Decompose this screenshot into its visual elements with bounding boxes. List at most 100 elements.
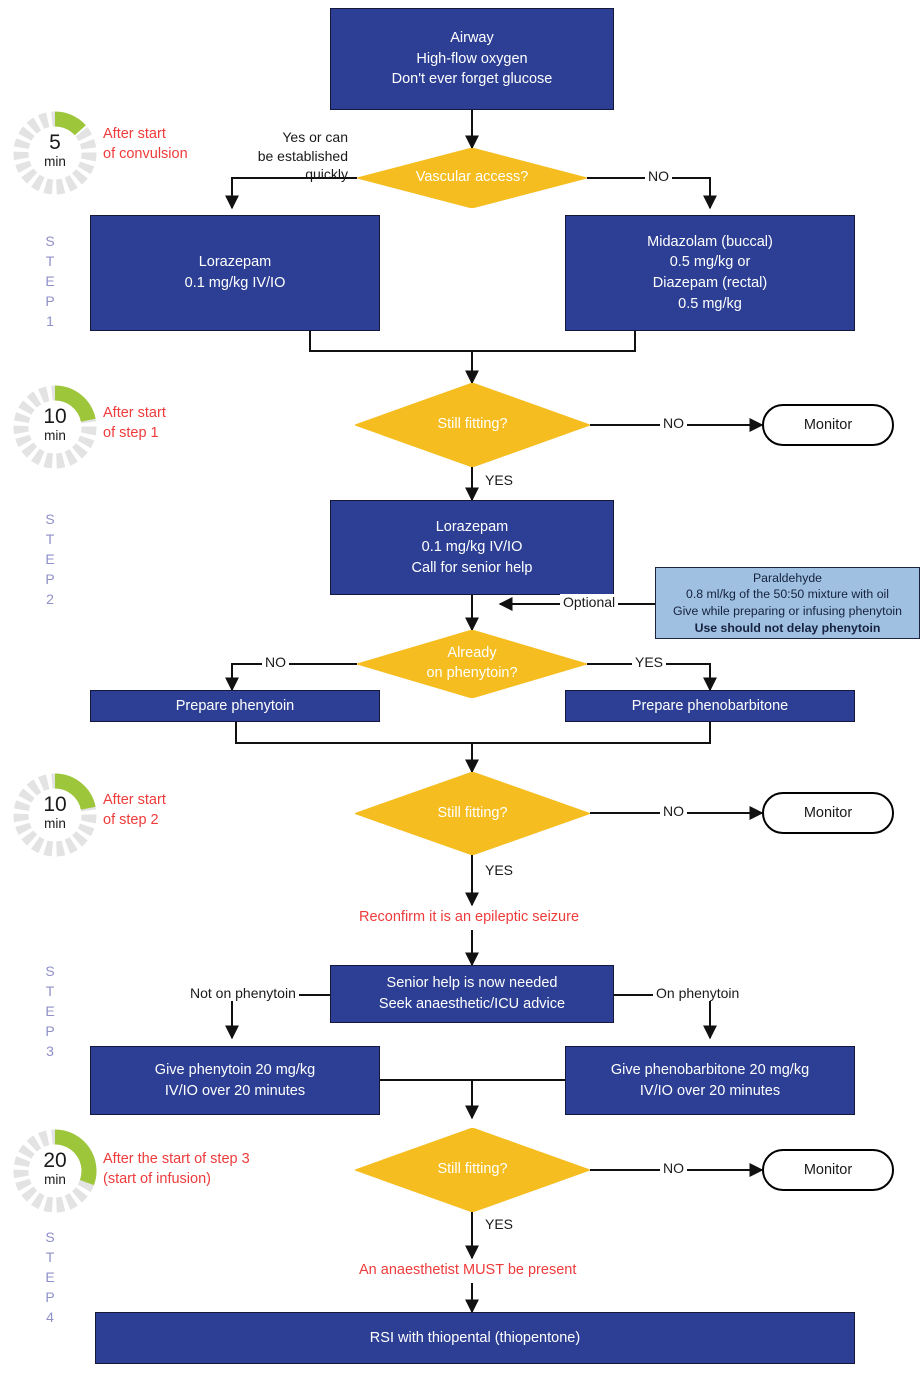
node-line: Lorazepam — [198, 254, 272, 271]
timer-5min: 5 min — [12, 110, 98, 196]
node-still-fitting-2[interactable]: Still fitting? — [355, 772, 590, 855]
step-letter: E — [45, 1268, 55, 1285]
node-line: Don't ever forget glucose — [391, 71, 553, 88]
edge-label-no-phenytoin: NO — [262, 654, 289, 670]
node-monitor-3[interactable]: Monitor — [762, 1149, 894, 1191]
node-prepare-phenobarbitone[interactable]: Prepare phenobarbitone — [565, 690, 855, 722]
timer-unit: min — [44, 428, 66, 443]
node-still-fitting-1[interactable]: Still fitting? — [355, 383, 590, 467]
step-letter: T — [45, 982, 55, 999]
timer-unit: min — [44, 154, 66, 169]
node-still-fitting-3[interactable]: Still fitting? — [355, 1128, 590, 1212]
edge-label-yes-fitting-3: YES — [482, 1216, 517, 1232]
node-midazolam-diazepam[interactable]: Midazolam (buccal) 0.5 mg/kg or Diazepam… — [565, 215, 855, 331]
node-prepare-phenytoin[interactable]: Prepare phenytoin — [90, 690, 380, 722]
node-lorazepam-step2[interactable]: Lorazepam 0.1 mg/kg IV/IO Call for senio… — [330, 500, 614, 595]
edge-label-no-fitting-2: NO — [660, 803, 687, 819]
timer-note-line2: of step 1 — [103, 424, 159, 441]
timer-10min-step2: 10 min — [12, 772, 98, 858]
step-letter: P — [45, 1022, 55, 1039]
paraldehyde-warning: Use should not delay phenytoin — [694, 620, 881, 635]
node-vascular-access[interactable]: Vascular access? — [357, 148, 587, 208]
edge-label-yes-phenytoin: YES — [632, 654, 667, 670]
step-1-label: S T E P 1 — [40, 232, 60, 331]
timer-value: 10 — [43, 793, 67, 816]
timer-5min-note: After start of convulsion — [103, 125, 188, 164]
step-letter: S — [45, 963, 55, 979]
step-letter: 4 — [46, 1308, 54, 1325]
node-line: Midazolam (buccal) — [647, 233, 773, 250]
node-line: Senior help is now needed — [386, 975, 558, 992]
paraldehyde-dose: 0.8 ml/kg of the 50:50 mixture with oil — [686, 587, 889, 602]
edge-label-no-fitting-1: NO — [660, 415, 687, 431]
node-monitor-2[interactable]: Monitor — [762, 792, 894, 834]
timer-20min-step3: 20 min — [12, 1128, 98, 1214]
node-rsi-thiopental[interactable]: RSI with thiopental (thiopentone) — [95, 1312, 855, 1364]
node-line: Airway — [450, 30, 494, 47]
step-3-label: S T E P 3 — [40, 962, 60, 1061]
step-letter: E — [45, 272, 55, 289]
node-line: IV/IO over 20 minutes — [639, 1082, 781, 1099]
step-letter: S — [45, 1229, 55, 1245]
node-airway[interactable]: Airway High-flow oxygen Don't ever forge… — [330, 8, 614, 110]
timer-20min-step3-note: After the start of step 3 (start of infu… — [103, 1150, 250, 1189]
node-paraldehyde[interactable]: Paraldehyde 0.8 ml/kg of the 50:50 mixtu… — [655, 567, 920, 639]
step-4-label: S T E P 4 — [40, 1228, 60, 1327]
step-letter: T — [45, 1248, 55, 1265]
step-letter: E — [45, 550, 55, 567]
step-letter: T — [45, 530, 55, 547]
step-letter: S — [45, 511, 55, 527]
timer-10min-step1-note: After start of step 1 — [103, 404, 166, 443]
edge-label-on-phenytoin: On phenytoin — [653, 985, 743, 1001]
timer-unit: min — [44, 1172, 66, 1187]
edge-label-yes-fitting-1: YES — [482, 472, 517, 488]
step-letter: 1 — [46, 312, 54, 329]
node-label: Prepare phenytoin — [175, 697, 295, 714]
step-letter: 3 — [46, 1042, 54, 1059]
step-letter: P — [45, 1288, 55, 1305]
step-2-label: S T E P 2 — [40, 510, 60, 609]
edge-label-not-on-phenytoin: Not on phenytoin — [187, 985, 299, 1001]
step-letter: S — [45, 233, 55, 249]
timer-10min-step1: 10 min — [12, 384, 98, 470]
node-line: Lorazepam — [435, 518, 509, 535]
timer-value: 10 — [43, 405, 67, 428]
node-line: Seek anaesthetic/ICU advice — [378, 996, 566, 1012]
node-line: Give phenobarbitone 20 mg/kg — [610, 1061, 810, 1078]
timer-note-line1: After start — [103, 405, 166, 421]
node-label: RSI with thiopental (thiopentone) — [369, 1329, 581, 1346]
node-senior-help[interactable]: Senior help is now needed Seek anaesthet… — [330, 965, 614, 1023]
step-letter: P — [45, 570, 55, 587]
timer-note-line1: After the start of step 3 — [103, 1151, 250, 1167]
node-line: 0.1 mg/kg IV/IO — [184, 275, 286, 291]
node-label: Monitor — [803, 805, 853, 821]
node-line: 0.5 mg/kg — [678, 295, 742, 312]
edge-label-yes-fitting-2: YES — [482, 862, 517, 878]
timer-note-line1: After start — [103, 126, 166, 142]
node-label: Prepare phenobarbitone — [631, 697, 789, 714]
timer-note-line2: of convulsion — [103, 145, 188, 162]
note-anaesthetist-present: An anaesthetist MUST be present — [355, 1261, 581, 1281]
step-letter: P — [45, 292, 55, 309]
edge-label-no-vascular: NO — [645, 168, 672, 184]
node-line: 0.1 mg/kg IV/IO — [421, 539, 523, 556]
timer-note-line2: of step 2 — [103, 811, 159, 828]
edge-label-optional: Optional — [560, 594, 619, 610]
node-give-phenytoin[interactable]: Give phenytoin 20 mg/kg IV/IO over 20 mi… — [90, 1046, 380, 1115]
paraldehyde-timing: Give while preparing or infusing phenyto… — [673, 604, 902, 618]
timer-note-line1: After start — [103, 792, 166, 808]
timer-10min-step2-note: After start of step 2 — [103, 791, 166, 830]
node-give-phenobarbitone[interactable]: Give phenobarbitone 20 mg/kg IV/IO over … — [565, 1046, 855, 1115]
node-line: Diazepam (rectal) — [652, 275, 768, 291]
node-lorazepam-step1[interactable]: Lorazepam 0.1 mg/kg IV/IO — [90, 215, 380, 331]
node-line: 0.5 mg/kg or — [669, 254, 751, 271]
node-monitor-1[interactable]: Monitor — [762, 404, 894, 446]
node-label: Monitor — [803, 1162, 853, 1178]
step-letter: E — [45, 1002, 55, 1019]
paraldehyde-title: Paraldehyde — [752, 570, 823, 585]
node-line: High-flow oxygen — [416, 50, 528, 67]
step-letter: T — [45, 252, 55, 269]
node-already-on-phenytoin[interactable]: Already on phenytoin? — [357, 630, 587, 698]
